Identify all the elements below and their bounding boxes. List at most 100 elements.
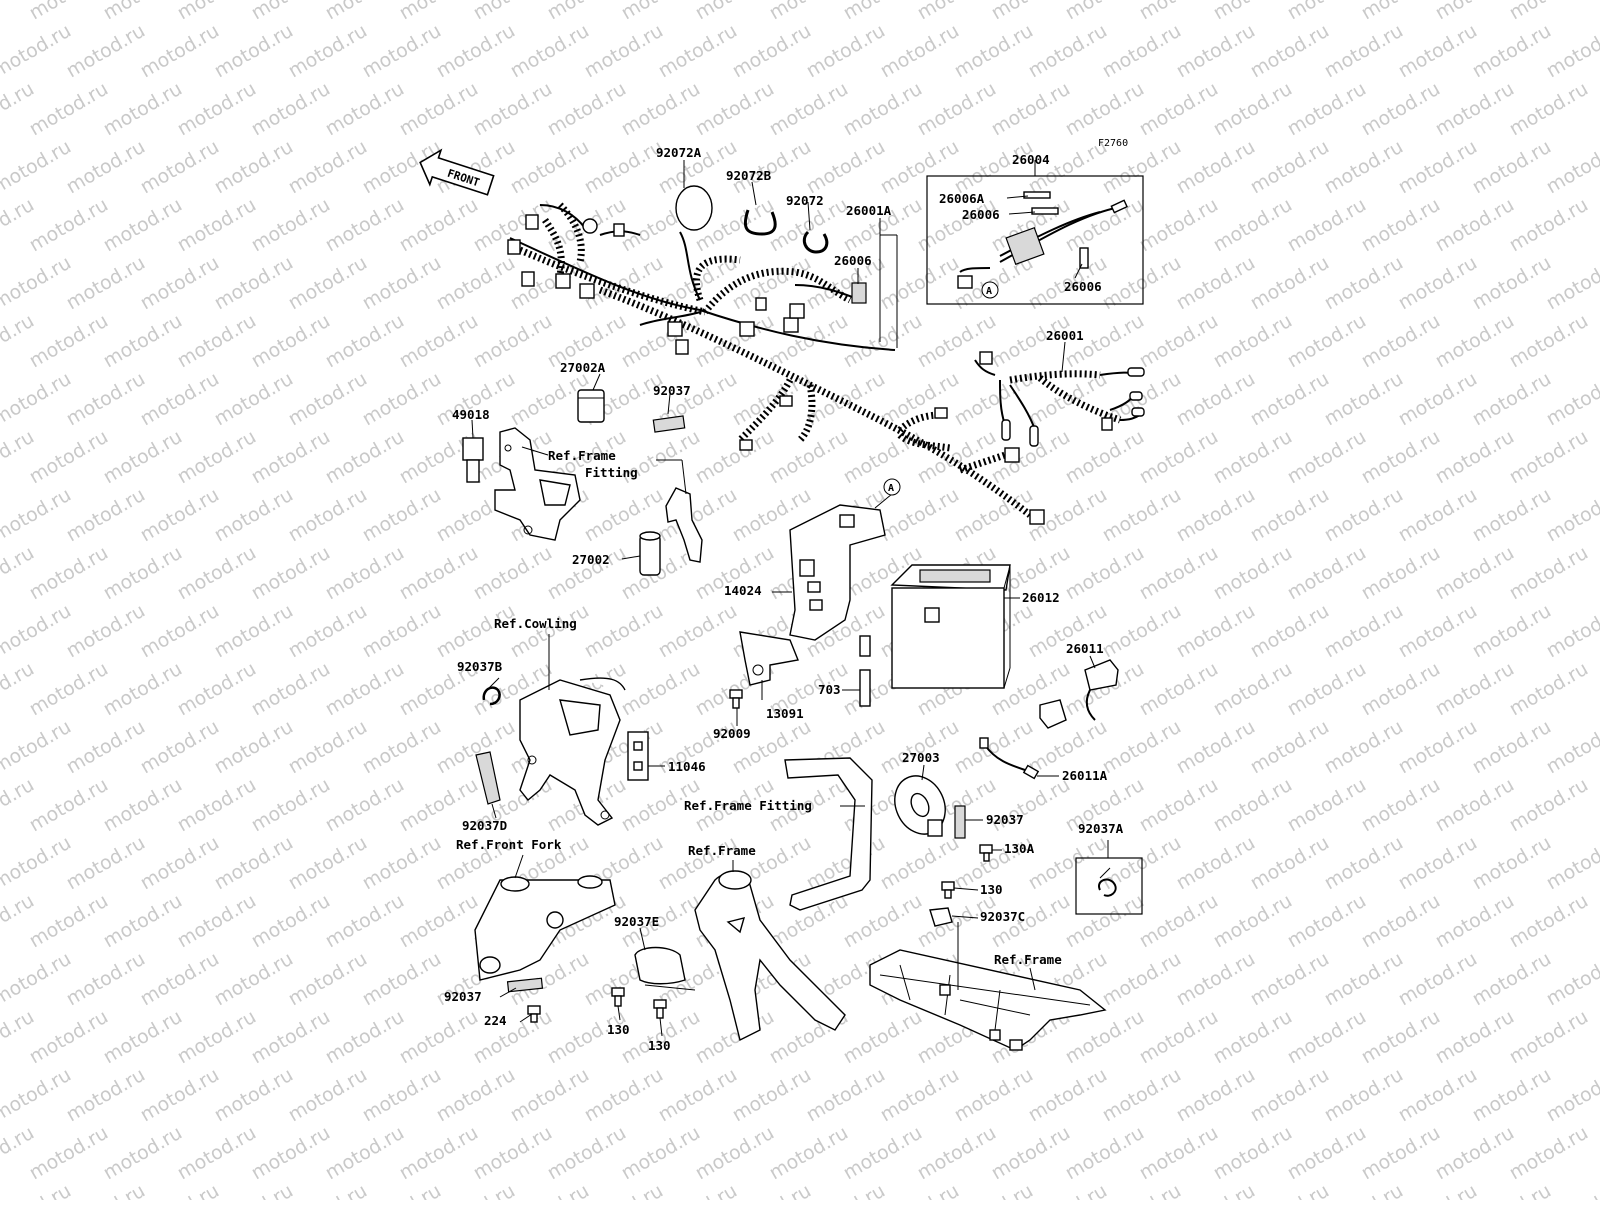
watermark-text: motod.ru xyxy=(1395,600,1481,663)
watermark-text: motod.ru xyxy=(100,1006,186,1069)
watermark-text: motod.ru xyxy=(26,542,112,605)
watermark-text: motod.ru xyxy=(1247,1180,1333,1200)
watermark-text: motod.ru xyxy=(1321,948,1407,1011)
watermark-text: motod.ru xyxy=(951,1180,1037,1200)
watermark-text: motod.ru xyxy=(396,78,482,141)
watermark-text: motod.ru xyxy=(174,774,260,837)
callout-ref-frame-center: Ref.Frame xyxy=(688,843,756,858)
watermark-text: motod.ru xyxy=(1247,484,1333,547)
watermark-text: motod.ru xyxy=(433,20,519,83)
watermark-text: motod.ru xyxy=(470,0,556,24)
watermark-text: motod.ru xyxy=(1506,658,1592,721)
watermark-text: motod.ru xyxy=(1321,368,1407,431)
watermark-text: motod.ru xyxy=(1136,890,1222,953)
watermark-text: motod.ru xyxy=(914,78,1000,141)
callout-92037-fork: 92037 xyxy=(444,989,482,1004)
watermark-text: motod.ru xyxy=(692,426,778,489)
watermark-text: motod.ru xyxy=(137,368,223,431)
watermark-text: motod.ru xyxy=(1284,0,1370,24)
watermark-text: motod.ru xyxy=(100,658,186,721)
watermark-text: motod.ru xyxy=(507,20,593,83)
watermark-text: motod.ru xyxy=(766,78,852,141)
watermark-text: motod.ru xyxy=(1395,716,1481,779)
watermark-text: motod.ru xyxy=(1136,194,1222,257)
watermark-text: motod.ru xyxy=(1099,1180,1185,1200)
watermark-text: motod.ru xyxy=(211,948,297,1011)
watermark-text: motod.ru xyxy=(433,716,519,779)
band-92037-horn xyxy=(955,806,965,838)
watermark-text: motod.ru xyxy=(803,1180,889,1200)
watermark-text: motod.ru xyxy=(1395,368,1481,431)
watermark-text: motod.ru xyxy=(1543,20,1600,83)
watermark-text: motod.ru xyxy=(1025,1064,1111,1127)
watermark-text: motod.ru xyxy=(1321,20,1407,83)
watermark-text: motod.ru xyxy=(322,78,408,141)
watermark-text: motod.ru xyxy=(1210,78,1296,141)
figure-code: F2760 xyxy=(1098,138,1128,149)
watermark-text: motod.ru xyxy=(1358,78,1444,141)
watermark-text: motod.ru xyxy=(618,0,704,24)
watermark-text: motod.ru xyxy=(396,310,482,373)
watermark-text: motod.ru xyxy=(1173,832,1259,895)
watermark-text: motod.ru xyxy=(433,1064,519,1127)
watermark-text: motod.ru xyxy=(322,310,408,373)
watermark-text: motod.ru xyxy=(951,1064,1037,1127)
watermark-text: motod.ru xyxy=(1284,426,1370,489)
callout-92072A: 92072A xyxy=(656,145,702,160)
watermark-text: motod.ru xyxy=(63,1064,149,1127)
watermark-text: motod.ru xyxy=(1025,832,1111,895)
callout-14024: 14024 xyxy=(724,583,762,598)
watermark-text: motod.ru xyxy=(1062,194,1148,257)
watermark-text: motod.ru xyxy=(100,426,186,489)
watermark-text: motod.ru xyxy=(211,484,297,547)
watermark-text: motod.ru xyxy=(174,310,260,373)
watermark-text: motod.ru xyxy=(248,426,334,489)
clamp-92072A xyxy=(676,186,712,230)
callout-92037-horn: 92037 xyxy=(986,812,1024,827)
watermark-text: motod.ru xyxy=(766,1122,852,1185)
watermark-text: motod.ru xyxy=(1506,890,1592,953)
watermark-text: motod.ru xyxy=(803,136,889,199)
watermark-text: motod.ru xyxy=(174,0,260,24)
watermark-text: motod.ru xyxy=(137,716,223,779)
watermark-text: motod.ru xyxy=(914,426,1000,489)
watermark-text: motod.ru xyxy=(1469,948,1555,1011)
watermark-text: motod.ru xyxy=(1506,1006,1592,1069)
watermark-text: motod.ru xyxy=(1469,832,1555,895)
watermark-text: motod.ru xyxy=(248,890,334,953)
watermark-text: motod.ru xyxy=(803,1064,889,1127)
watermark-text: motod.ru xyxy=(1173,1064,1259,1127)
watermark-text: motod.ru xyxy=(1432,310,1518,373)
watermark-text: motod.ru xyxy=(285,948,371,1011)
watermark-text: motod.ru xyxy=(877,136,963,199)
watermark-text: motod.ru xyxy=(1395,252,1481,315)
callout-a-box: A xyxy=(986,286,992,297)
watermark-text: motod.ru xyxy=(1099,20,1185,83)
watermark-text: motod.ru xyxy=(581,252,667,315)
watermark-text: motod.ru xyxy=(507,1064,593,1127)
watermark-text: motod.ru xyxy=(1543,484,1600,547)
watermark-text: motod.ru xyxy=(1506,0,1592,24)
callout-92037B: 92037B xyxy=(457,659,503,674)
watermark-text: motod.ru xyxy=(1432,1122,1518,1185)
watermark-text: motod.ru xyxy=(1173,252,1259,315)
watermark-text: motod.ru xyxy=(914,0,1000,24)
watermark-text: motod.ru xyxy=(1284,194,1370,257)
watermark-text: motod.ru xyxy=(1284,542,1370,605)
watermark-text: motod.ru xyxy=(396,890,482,953)
watermark-text: motod.ru xyxy=(470,310,556,373)
watermark-text: motod.ru xyxy=(100,1122,186,1185)
watermark-text: motod.ru xyxy=(137,136,223,199)
watermark-text: motod.ru xyxy=(1247,136,1333,199)
watermark-text: motod.ru xyxy=(1099,1064,1185,1127)
watermark-text: motod.ru xyxy=(0,1180,1,1200)
watermark-text: motod.ru xyxy=(285,20,371,83)
watermark-text: motod.ru xyxy=(322,426,408,489)
watermark-text: motod.ru xyxy=(359,948,445,1011)
watermark-text: motod.ru xyxy=(396,1122,482,1185)
watermark-text: motod.ru xyxy=(359,368,445,431)
watermark-text: motod.ru xyxy=(211,716,297,779)
callout-ref-front-fork: Ref.Front Fork xyxy=(456,837,562,852)
relay-27002A xyxy=(578,390,604,422)
